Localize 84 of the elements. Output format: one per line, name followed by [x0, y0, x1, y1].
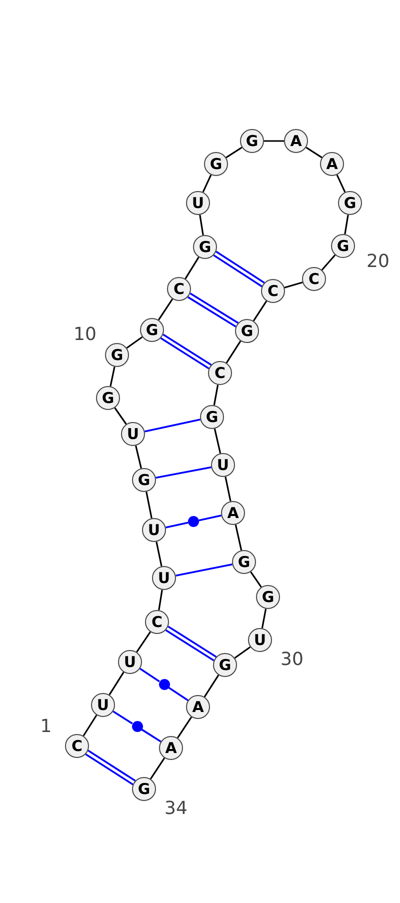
- backbone-line: [252, 300, 268, 322]
- nucleotide-circle: G: [140, 318, 164, 342]
- nucleotide-circle: U: [91, 693, 115, 717]
- position-number: 34: [164, 800, 188, 818]
- backbone-line: [321, 254, 336, 271]
- nucleotide-circle: U: [152, 566, 176, 590]
- nucleotide-circle: C: [145, 610, 169, 634]
- position-number: 1: [40, 718, 52, 736]
- backbone-line: [135, 445, 142, 469]
- nucleotide-circle: G: [105, 343, 129, 367]
- base-pair-line: [176, 563, 232, 577]
- backbone-line: [250, 571, 262, 588]
- nucleotide-circle: C: [302, 267, 326, 291]
- backbone-line: [214, 428, 222, 454]
- backbone-line: [306, 146, 322, 158]
- backbone-line: [110, 366, 116, 386]
- base-pair-line: [156, 466, 212, 479]
- nucleotide-circle: G: [235, 319, 259, 343]
- nucleotide-circle: U: [118, 650, 142, 674]
- pair-dot: [158, 679, 170, 690]
- backbone-line: [234, 524, 242, 550]
- backbone-line: [336, 174, 346, 192]
- backbone-line: [344, 214, 349, 234]
- backbone-line: [158, 298, 174, 320]
- base-pair-line: [141, 728, 162, 742]
- backbone-line: [82, 714, 98, 736]
- nucleotide-circle: U: [186, 191, 210, 215]
- nucleotide-circle: G: [331, 234, 355, 258]
- backbone-line: [199, 214, 204, 236]
- backbone-line: [234, 646, 251, 659]
- backbone-line: [284, 282, 303, 288]
- nucleotide-circle: G: [193, 235, 217, 259]
- backbone-line: [150, 758, 166, 780]
- backbone-line: [108, 672, 124, 696]
- nucleotide-circle: A: [159, 736, 183, 760]
- backbone-line: [126, 336, 143, 349]
- backbone-line: [146, 492, 152, 518]
- pair-dot: [132, 721, 142, 732]
- backbone-line: [213, 384, 219, 406]
- nucleotide-circle: C: [65, 734, 89, 758]
- pair-dot: [188, 516, 199, 527]
- nucleotide-circle: G: [200, 405, 224, 429]
- nucleotide-circle: G: [204, 152, 228, 176]
- nucleotide-circle: A: [284, 129, 308, 153]
- nucleotide-circle: A: [320, 152, 344, 176]
- nucleotide-circle: C: [261, 279, 285, 303]
- nucleotide-circle: A: [186, 695, 210, 719]
- nucleotide-circle: C: [167, 277, 191, 301]
- backbone-line: [224, 476, 232, 502]
- position-number: 30: [280, 651, 304, 669]
- backbone-line: [184, 256, 200, 280]
- backbone-line: [204, 674, 220, 698]
- nucleotide-circle: G: [213, 653, 237, 677]
- nucleotide-circle: G: [256, 585, 280, 609]
- nucleotide-circle: G: [132, 468, 156, 492]
- nucleotide-circle: U: [211, 453, 235, 477]
- base-pair-line: [112, 710, 133, 724]
- backbone-line: [158, 590, 163, 610]
- nucleotide-circle: U: [121, 422, 145, 446]
- backbone-line: [176, 716, 192, 738]
- base-pair-line: [166, 522, 188, 528]
- position-number: 20: [366, 253, 390, 271]
- position-number: 10: [74, 326, 96, 344]
- base-pair-line: [140, 668, 160, 682]
- backbone-line: [156, 542, 162, 566]
- nucleotide-circle: G: [232, 550, 256, 574]
- base-pair-line: [168, 686, 188, 702]
- nucleotide-circle: A: [221, 501, 245, 525]
- backbone-line: [261, 608, 267, 628]
- backbone-line: [264, 140, 284, 142]
- backbone-line: [226, 340, 242, 364]
- nucleotide-circle: G: [240, 129, 264, 153]
- nucleotide-circle: U: [248, 628, 272, 652]
- base-pair-line: [198, 514, 222, 522]
- nucleotide-circle: G: [132, 777, 156, 801]
- backbone-line: [202, 174, 212, 192]
- nucleotide-circle: C: [208, 361, 232, 385]
- base-pair-line: [144, 418, 200, 432]
- nucleotide-circle: G: [338, 191, 362, 215]
- backbone-line: [114, 407, 127, 425]
- nucleotide-circle: G: [96, 386, 120, 410]
- nucleotide-circle: U: [142, 518, 166, 542]
- backbone-line: [136, 632, 151, 652]
- backbone-line: [226, 146, 242, 158]
